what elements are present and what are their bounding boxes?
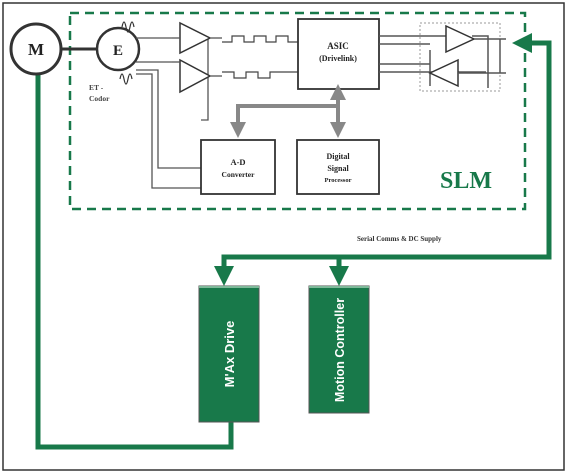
- asic-block: ASIC (Drivelink): [297, 18, 380, 90]
- dsp-label-line2: Signal: [327, 164, 349, 173]
- sine-wave-top-icon: [121, 21, 135, 33]
- adc-block: A-D Converter: [200, 139, 276, 195]
- dsp-label-line1: Digital: [326, 152, 350, 161]
- drive-label: M'Ax Drive: [222, 321, 237, 388]
- square-wave-top-icon: [222, 35, 298, 43]
- motor-label: M: [28, 40, 44, 59]
- encoder-label: E: [113, 43, 123, 59]
- encoder: E: [95, 26, 141, 72]
- serial-comms-label: Serial Comms & DC Supply: [357, 235, 442, 243]
- serial-comms-line: [214, 40, 552, 286]
- motor: M: [9, 22, 63, 76]
- grey-data-arrows: [230, 84, 346, 138]
- adc-label-line2: Converter: [222, 170, 256, 179]
- asic-label-line1: ASIC: [327, 41, 349, 51]
- slm-boundary: [68, 11, 527, 211]
- encoder-wiring: [136, 37, 209, 189]
- green-connections: [35, 33, 552, 450]
- motor-to-drive-line: [35, 67, 234, 450]
- asic-label-line2: (Drivelink): [319, 54, 357, 63]
- encoder-caption-line2: Codor: [89, 94, 110, 103]
- sine-wave-bottom-icon: [119, 73, 133, 85]
- amplifier-bottom-icon: [179, 58, 212, 94]
- controller-label: Motion Controller: [333, 298, 347, 402]
- dsp-block: Digital Signal Processor: [296, 139, 380, 195]
- controller-block: Motion Controller: [308, 285, 370, 414]
- square-wave-bottom-icon: [222, 71, 298, 79]
- line-driver-icon: [445, 24, 476, 54]
- drive-block: M'Ax Drive: [198, 285, 260, 423]
- dsp-label-line3: Processor: [325, 177, 352, 184]
- adc-label-line1: A-D: [230, 157, 245, 167]
- slm-label: SLM: [440, 168, 492, 194]
- encoder-caption-line1: ET -: [89, 83, 104, 92]
